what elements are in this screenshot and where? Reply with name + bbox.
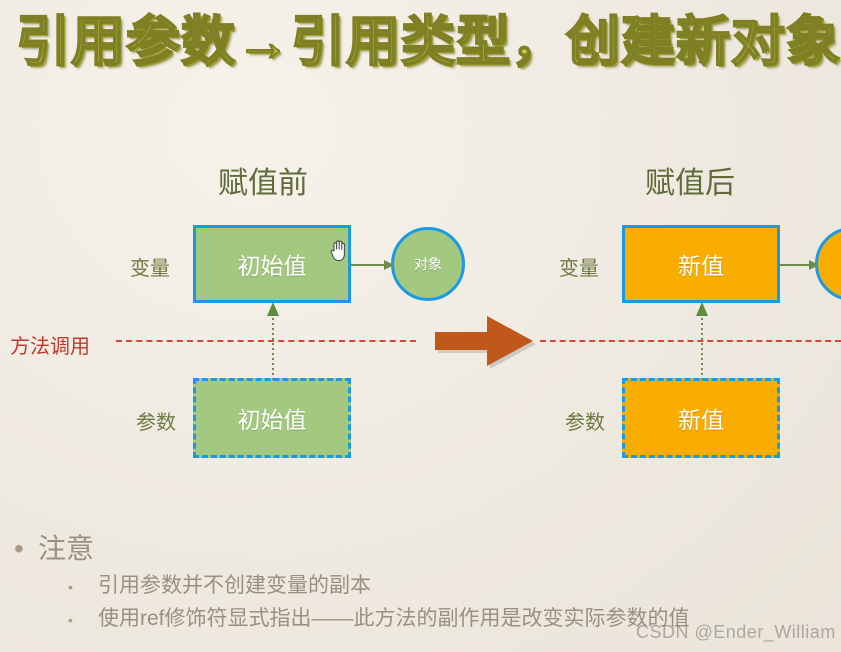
notes-list: • 注意 • 引用参数并不创建变量的副本 • 使用ref修饰符显式指出——此方法的副作… (0, 528, 841, 636)
note-item-label: 引用参数并不创建变量的副本 (98, 574, 371, 597)
arrow-variable-to-object-before (351, 258, 395, 270)
label-variable-before: 变量 (130, 258, 170, 280)
method-call-divider-right (540, 340, 841, 342)
method-call-label: 方法调用 (10, 336, 90, 358)
arrow-parameter-to-variable-after (694, 300, 710, 380)
arrow-variable-to-object-after (780, 258, 820, 270)
heading-before-assignment: 赋值前 (218, 167, 308, 200)
note-item-label: 使用ref修饰符显式指出——此方法的副作用是改变实际参数的值 (98, 607, 690, 630)
note-heading: • 注意 (14, 528, 841, 570)
label-variable-after: 变量 (559, 258, 599, 280)
variable-box-after[interactable]: 新值 (622, 225, 780, 303)
bullet-marker: • (68, 612, 73, 628)
bullet-marker: • (14, 533, 24, 564)
heading-after-assignment: 赋值后 (645, 167, 735, 200)
method-call-divider-left (116, 340, 416, 342)
variable-box-before[interactable]: 初始值 (193, 225, 351, 303)
bullet-marker: • (68, 579, 73, 595)
parameter-box-after[interactable]: 新值 (622, 378, 780, 458)
object-circle-after[interactable]: 新 (815, 227, 841, 301)
transition-arrow-icon (432, 312, 536, 370)
note-item: • 使用ref修饰符显式指出——此方法的副作用是改变实际参数的值 (68, 603, 841, 636)
label-parameter-before: 参数 (136, 412, 176, 434)
note-item: • 引用参数并不创建变量的副本 (68, 570, 841, 603)
note-heading-label: 注意 (38, 533, 95, 564)
arrow-parameter-to-variable-before (265, 300, 281, 380)
page-title: 引用参数→引用类型，创建新对象 (15, 11, 841, 73)
label-parameter-after: 参数 (565, 412, 605, 434)
parameter-box-before[interactable]: 初始值 (193, 378, 351, 458)
object-circle-before[interactable]: 对象 (391, 227, 465, 301)
